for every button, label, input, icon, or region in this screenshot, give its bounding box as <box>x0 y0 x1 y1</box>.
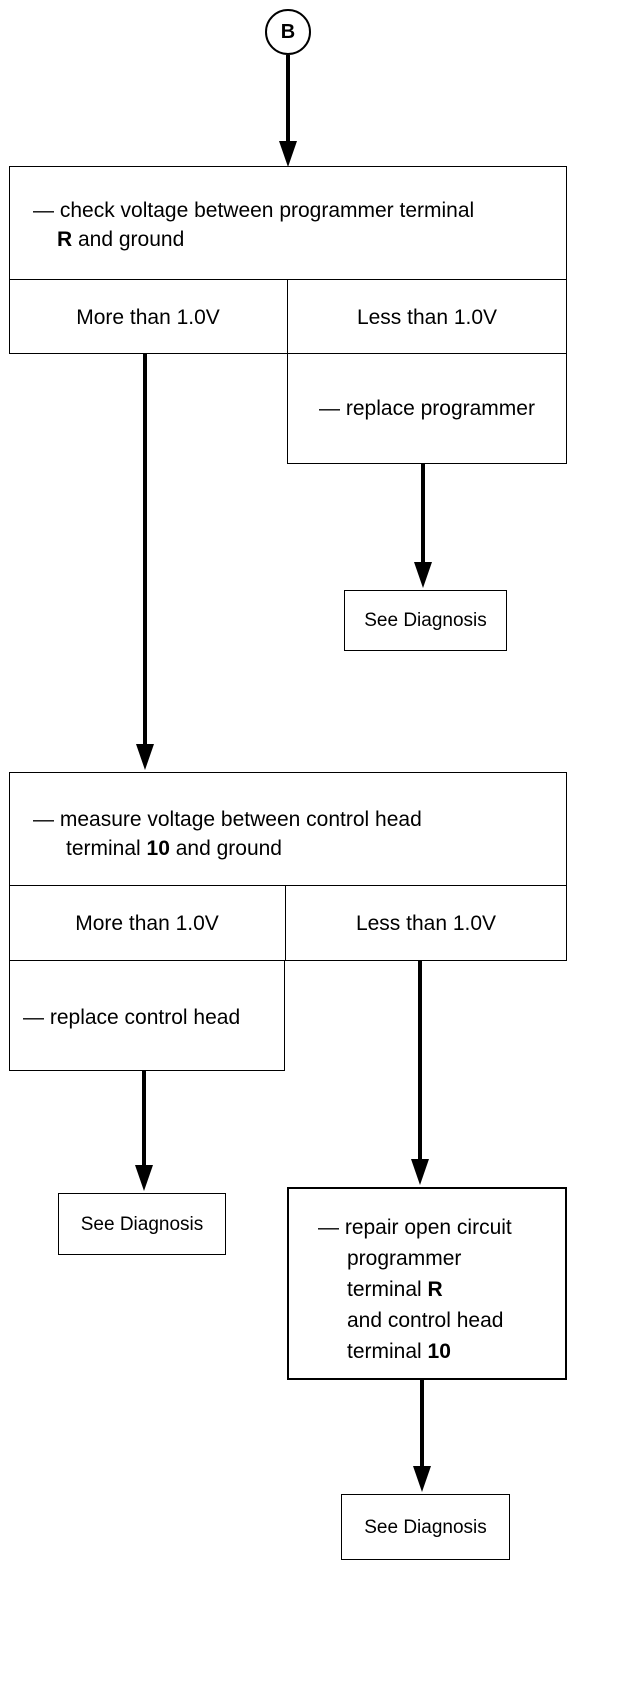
see-diagnosis-label: See Diagnosis <box>364 1516 487 1538</box>
arrow-shaft <box>142 1071 146 1165</box>
arrow-shaft <box>420 1380 424 1466</box>
step2-line1: measure voltage between control head <box>59 808 422 831</box>
arrow-head <box>136 744 154 770</box>
step1-question: — check voltage between programmer termi… <box>33 196 474 254</box>
step1-dash: — <box>33 199 60 222</box>
connector-b: B <box>265 9 311 55</box>
step2-question: — measure voltage between control head t… <box>33 808 422 860</box>
step1-right-action-box <box>287 353 567 464</box>
repair-action: — repair open circuit programmer termina… <box>318 1216 512 1363</box>
step1-left-label: More than 1.0V <box>76 305 220 329</box>
arrow-shaft <box>143 354 147 744</box>
step1-right-label: Less than 1.0V <box>356 305 498 329</box>
step2-left-action-box <box>9 960 285 1071</box>
step2-right-label: Less than 1.0V <box>355 912 497 935</box>
step2-left-label: More than 1.0V <box>75 912 219 935</box>
step1-divider <box>9 279 567 280</box>
arrow-head <box>279 141 297 167</box>
step2-split <box>285 885 286 961</box>
step1-right-action: — replace programmer <box>319 397 535 420</box>
step1-line2: and ground <box>72 228 185 251</box>
see-diagnosis-box <box>344 590 507 651</box>
step1-terminal: R <box>57 228 73 251</box>
see-diagnosis-box <box>58 1193 226 1255</box>
step2-left-action: — replace control head <box>23 1006 241 1029</box>
step1-split <box>287 279 288 354</box>
arrow-shaft <box>421 464 425 562</box>
step2-box <box>9 772 567 961</box>
see-diagnosis-box <box>341 1494 510 1560</box>
arrow-head <box>411 1159 429 1185</box>
step1-line1: check voltage between programmer termina… <box>59 199 475 222</box>
connector-label: B <box>280 20 296 43</box>
arrow-head <box>413 1466 431 1492</box>
step2-dash: — <box>33 808 60 831</box>
step2-terminal: 10 <box>146 837 170 860</box>
see-diagnosis-label: See Diagnosis <box>80 1213 204 1235</box>
arrow-shaft <box>418 961 422 1159</box>
see-diagnosis-label: See Diagnosis <box>364 610 487 631</box>
arrow-head <box>414 562 432 588</box>
arrow-shaft <box>286 55 290 141</box>
repair-box <box>287 1187 567 1380</box>
step1-box <box>9 166 567 354</box>
arrow-head <box>135 1165 153 1191</box>
step2-divider <box>9 885 567 886</box>
